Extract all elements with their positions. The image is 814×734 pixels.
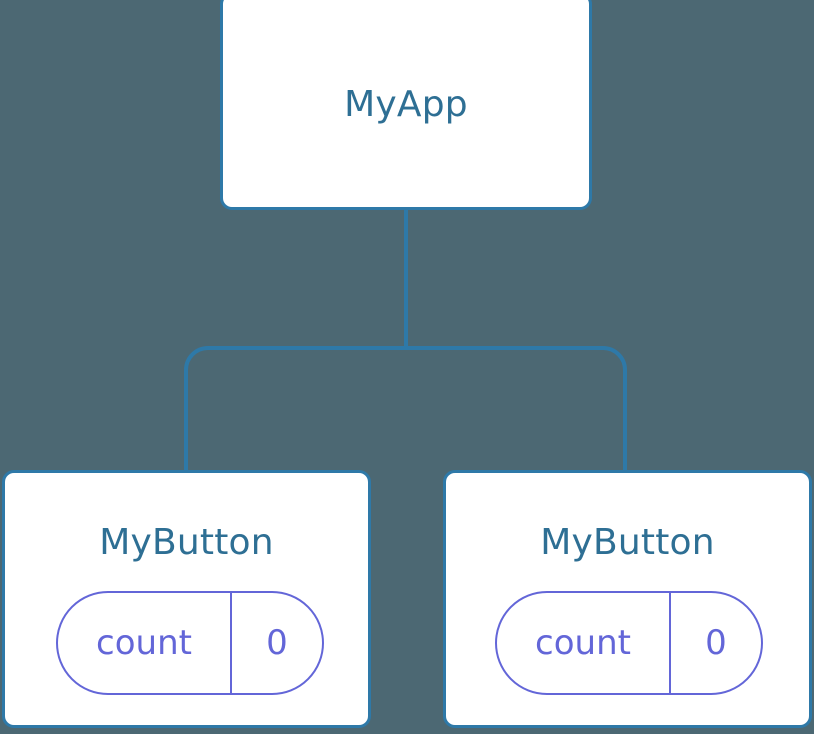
state-key-label: count bbox=[58, 593, 232, 693]
connector-bus-left bbox=[184, 346, 406, 470]
state-pill[interactable]: count 0 bbox=[495, 591, 763, 695]
component-node-root[interactable]: MyApp bbox=[220, 0, 592, 210]
state-value-label: 0 bbox=[705, 623, 727, 663]
connector-bus-right bbox=[406, 346, 627, 470]
state-key-label: count bbox=[497, 593, 671, 693]
component-node-title: MyApp bbox=[344, 84, 468, 125]
state-value-label: 0 bbox=[266, 623, 288, 663]
state-pill[interactable]: count 0 bbox=[56, 591, 324, 695]
component-node-child-1[interactable]: MyButton count 0 bbox=[2, 470, 371, 728]
component-node-title: MyButton bbox=[540, 522, 715, 563]
component-node-child-2[interactable]: MyButton count 0 bbox=[443, 470, 812, 728]
component-node-title: MyButton bbox=[99, 522, 274, 563]
